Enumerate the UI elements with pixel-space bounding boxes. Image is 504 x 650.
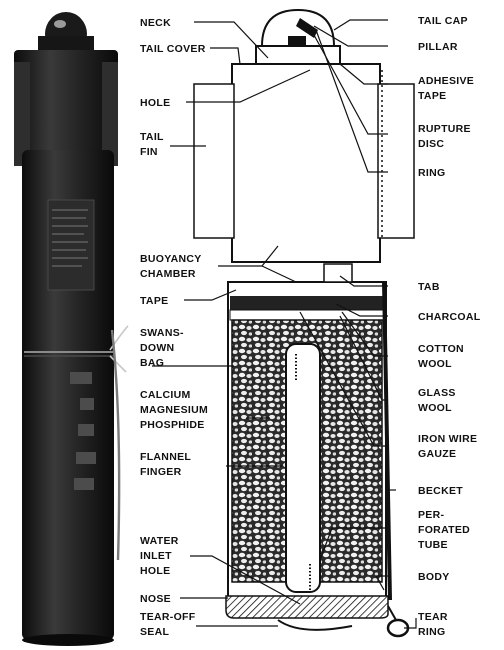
label-calcium-line1: CALCIUM — [140, 389, 191, 401]
label-perforated-line1: PER- — [418, 509, 444, 521]
label-body: BODY — [418, 571, 450, 583]
photo-label-plate — [47, 199, 95, 291]
label-glass-line2: WOOL — [418, 402, 452, 414]
right-labels: TAIL CAP PILLAR ADHESIVE TAPE RUPTURE DI… — [418, 15, 481, 638]
left-labels: NECK TAIL COVER HOLE TAIL FIN BUOYANCY C… — [140, 17, 208, 638]
label-flannel-line2: FINGER — [140, 466, 182, 478]
label-tear-off-line2: SEAL — [140, 626, 169, 638]
photo-becket-cord — [110, 329, 121, 561]
becket-shape — [382, 281, 392, 601]
photo-stencil-marks — [70, 372, 96, 490]
charcoal-layer — [230, 296, 384, 310]
label-tear-ring-line1: TEAR — [418, 611, 448, 623]
label-tape: TAPE — [140, 295, 168, 307]
flare-photograph — [14, 12, 129, 646]
label-tab: TAB — [418, 281, 440, 293]
photo-fin-right — [102, 62, 118, 166]
label-tear-ring-line2: RING — [418, 626, 445, 638]
label-iron-wire-line2: GAUZE — [418, 448, 456, 460]
tear-off-seal-shape — [277, 619, 353, 631]
label-tail-cap: TAIL CAP — [418, 15, 468, 27]
label-adhesive-line2: TAPE — [418, 90, 446, 102]
label-rupture-line1: RUPTURE — [418, 123, 471, 135]
label-ring: RING — [418, 167, 445, 179]
label-tail-fin-line1: TAIL — [140, 131, 164, 143]
photo-tail-fin — [14, 50, 118, 166]
label-calcium-line2: MAGNESIUM — [140, 404, 208, 416]
label-water-inlet-line1: WATER — [140, 535, 179, 547]
label-buoyancy-line1: BUOYANCY — [140, 253, 202, 265]
photo-bottom — [22, 634, 114, 646]
nose-shape — [225, 595, 389, 619]
photo-fin-left — [14, 62, 30, 166]
tail-cover-shape — [231, 63, 381, 263]
photo-cap-highlight — [54, 20, 66, 28]
label-tail-fin-line2: FIN — [140, 146, 158, 158]
label-tear-off-line1: TEAR-OFF — [140, 611, 196, 623]
label-water-inlet-line3: HOLE — [140, 565, 170, 577]
tail-cap-shape — [260, 8, 336, 47]
label-swansdown-line3: BAG — [140, 357, 164, 369]
label-swansdown-line1: SWANS- — [140, 327, 184, 339]
label-adhesive-line1: ADHESIVE — [418, 75, 474, 87]
flannel-finger-shape — [285, 343, 321, 593]
leader-lines — [152, 19, 417, 629]
label-hole: HOLE — [140, 97, 170, 109]
label-nose: NOSE — [140, 593, 171, 605]
label-becket: BECKET — [418, 485, 463, 497]
tail-fin-right-shape — [377, 83, 415, 239]
tab-shape — [323, 263, 353, 283]
label-perforated-line2: FORATED — [418, 524, 470, 536]
tail-fin-left-shape — [193, 83, 235, 239]
label-rupture-line2: DISC — [418, 138, 444, 150]
body-section — [225, 263, 410, 638]
label-iron-wire-line1: IRON WIRE — [418, 433, 477, 445]
label-swansdown-line2: DOWN — [140, 342, 174, 354]
label-glass-line1: GLASS — [418, 387, 456, 399]
photo-label-lines — [52, 209, 88, 267]
tear-ring-link — [387, 605, 397, 621]
label-buoyancy-line2: CHAMBER — [140, 268, 196, 280]
label-flannel-line1: FLANNEL — [140, 451, 191, 463]
photo-becket-tie — [109, 325, 129, 373]
label-charcoal: CHARCOAL — [418, 311, 481, 323]
label-perforated-line3: TUBE — [418, 539, 448, 551]
label-pillar: PILLAR — [418, 41, 458, 53]
label-cotton-line2: WOOL — [418, 358, 452, 370]
label-neck: NECK — [140, 17, 171, 29]
cotton-wool-layer — [229, 309, 385, 321]
label-cotton-line1: COTTON — [418, 343, 464, 355]
label-tail-cover: TAIL COVER — [140, 43, 206, 55]
label-water-inlet-line2: INLET — [140, 550, 172, 562]
tail-section — [193, 8, 415, 263]
label-calcium-line3: PHOSPHIDE — [140, 419, 205, 431]
